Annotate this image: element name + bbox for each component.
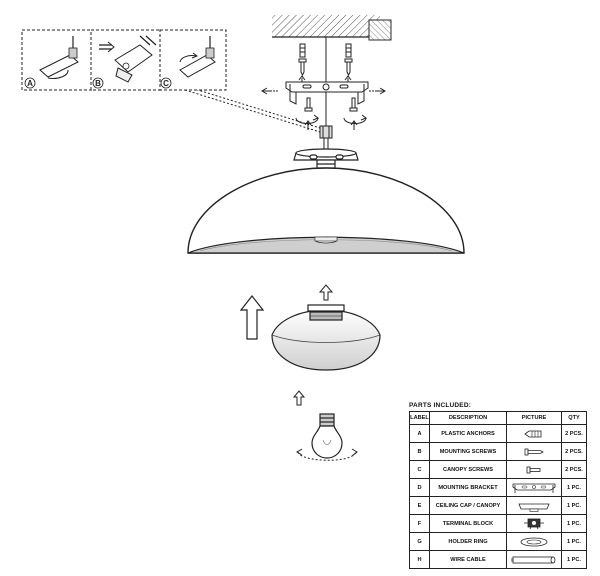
rotation-arrow (296, 448, 358, 461)
col-header-picture: PICTURE (506, 411, 562, 425)
table-row: F TERMINAL BLOCK 1 PC. (409, 514, 587, 533)
row-label: B (409, 442, 430, 461)
col-header-label: LABEL (409, 411, 430, 425)
row-description: MOUNTING BRACKET (429, 478, 507, 497)
mounting-bracket (285, 81, 369, 105)
table-row: A PLASTIC ANCHORS 2 PCS. (409, 424, 587, 443)
holder-ring-icon (506, 532, 562, 551)
row-description: PLASTIC ANCHORS (429, 424, 507, 443)
row-qty: 1 PC. (561, 532, 587, 551)
row-label: H (409, 550, 430, 569)
mounting-bracket-icon (506, 478, 562, 497)
small-up-arrow-diffuser (318, 284, 334, 301)
row-label: C (409, 460, 430, 479)
mounting-screw-icon (506, 442, 562, 461)
table-row: E CEILING CAP / CANOPY 1 PC. (409, 496, 587, 515)
step-labels: A B C (24, 77, 172, 89)
table-row: G HOLDER RING 1 PC. (409, 532, 587, 551)
parts-table-header-row: LABEL DESCRIPTION PICTURE QTY (409, 411, 587, 425)
step-label-c: C (163, 79, 169, 88)
table-row: B MOUNTING SCREWS 2 PCS. (409, 442, 587, 461)
canopy-icon (506, 496, 562, 515)
table-row: H WIRE CABLE 1 PC. (409, 550, 587, 569)
canopy-screws (295, 97, 368, 130)
row-qty: 1 PC. (561, 514, 587, 533)
row-qty: 1 PC. (561, 478, 587, 497)
parts-table-title: PARTS INCLUDED: (409, 402, 472, 409)
canopy (293, 148, 359, 169)
wire-cable-icon (506, 550, 562, 569)
row-description: WIRE CABLE (429, 550, 507, 569)
bracket-side-arrows (261, 87, 386, 95)
row-label: E (409, 496, 430, 515)
step-label-a: A (27, 79, 33, 88)
plastic-anchor-icon (506, 424, 562, 443)
small-up-arrow-bulb (292, 390, 306, 406)
dome-shade (187, 167, 465, 254)
diffuser-holder (271, 304, 381, 371)
leader-lines (184, 85, 321, 133)
row-qty: 2 PCS. (561, 460, 587, 479)
row-qty: 2 PCS. (561, 442, 587, 461)
inset-step-c (159, 29, 227, 91)
row-label: A (409, 424, 430, 443)
row-description: CEILING CAP / CANOPY (429, 496, 507, 515)
mounting-screws (298, 58, 353, 77)
step-label-b: B (95, 79, 101, 88)
table-row: D MOUNTING BRACKET 1 PC. (409, 478, 587, 497)
row-description: MOUNTING SCREWS (429, 442, 507, 461)
terminal-block (319, 125, 333, 150)
col-header-qty: QTY (561, 411, 587, 425)
ceiling (272, 15, 392, 41)
canopy-screw-icon (506, 460, 562, 479)
col-header-description: DESCRIPTION (429, 411, 507, 425)
parts-table: PARTS INCLUDED: LABEL DESCRIPTION PICTUR… (409, 402, 587, 569)
light-bulb-icon (311, 413, 343, 459)
terminal-block-icon (506, 514, 562, 533)
inset-step-b (90, 29, 162, 91)
row-label: D (409, 478, 430, 497)
row-description: CANOPY SCREWS (429, 460, 507, 479)
row-qty: 1 PC. (561, 496, 587, 515)
plastic-anchors (299, 43, 352, 58)
row-label: F (409, 514, 430, 533)
parts-table-grid: LABEL DESCRIPTION PICTURE QTY A PLASTIC … (409, 411, 587, 569)
row-label: G (409, 532, 430, 551)
table-row: C CANOPY SCREWS 2 PCS. (409, 460, 587, 479)
screw-up-arrows (298, 75, 352, 85)
row-qty: 1 PC. (561, 550, 587, 569)
row-description: HOLDER RING (429, 532, 507, 551)
row-description: TERMINAL BLOCK (429, 514, 507, 533)
row-qty: 2 PCS. (561, 424, 587, 443)
large-up-arrow (239, 295, 265, 340)
